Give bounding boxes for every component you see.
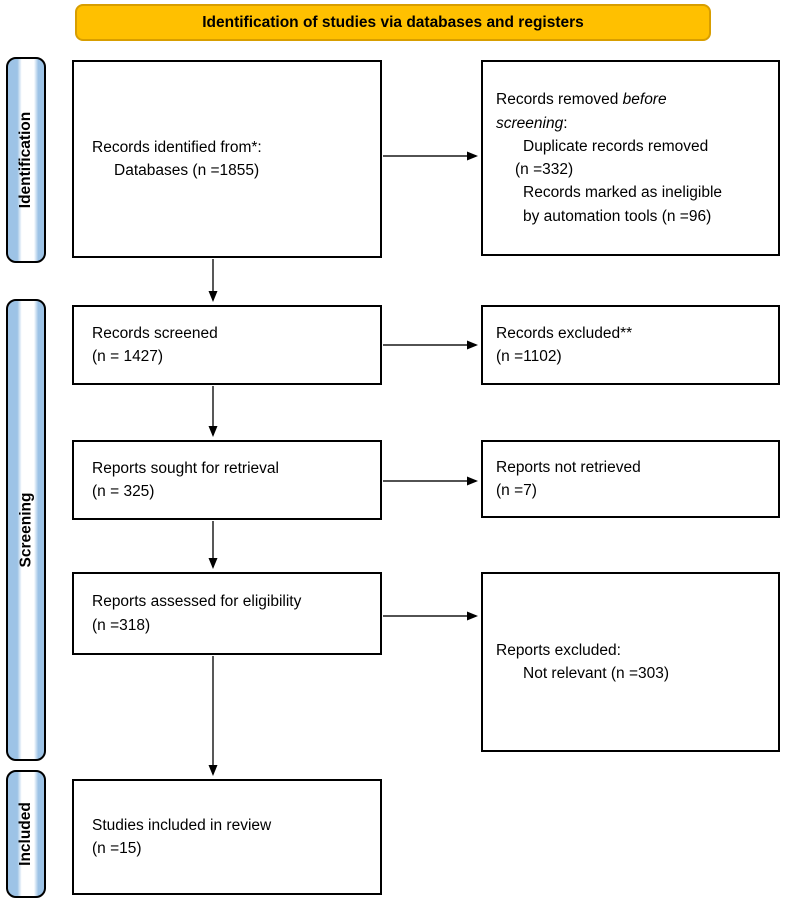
stage-label-screening-text: Screening bbox=[17, 492, 35, 568]
box-studies-included-line2: (n =15) bbox=[92, 840, 142, 857]
box-records-removed-item1-line1: Duplicate records removed bbox=[523, 137, 709, 155]
box-studies-included-line1: Studies included in review bbox=[92, 816, 272, 834]
stage-label-identification: Identification bbox=[6, 57, 46, 263]
box-reports-not-retrieved-line1: Reports not retrieved bbox=[496, 458, 641, 476]
stage-label-identification-text: Identification bbox=[17, 111, 35, 209]
box-records-removed-item2-line1: Records marked as ineligible bbox=[523, 184, 723, 202]
box-records-removed-item1-line2: (n =332) bbox=[515, 161, 574, 178]
box-reports-assessed-line1: Reports assessed for eligibility bbox=[92, 593, 302, 611]
box-reports-excluded: Reports excluded: Not relevant (n =303) bbox=[481, 572, 780, 752]
box-reports-sought-line2: (n = 325) bbox=[92, 483, 155, 500]
box-reports-assessed: Reports assessed for eligibility (n =318… bbox=[72, 572, 382, 655]
stage-label-screening: Screening bbox=[6, 299, 46, 761]
box-records-identified-line1: Records identified from*: bbox=[92, 138, 262, 156]
box-records-removed-intro-line1: Records removed before bbox=[496, 91, 667, 109]
box-reports-not-retrieved: Reports not retrieved (n =7) bbox=[481, 440, 780, 518]
box-reports-assessed-line2: (n =318) bbox=[92, 616, 151, 634]
box-records-screened-line2: (n = 1427) bbox=[92, 348, 164, 365]
banner-title: Identification of studies via databases … bbox=[202, 13, 584, 31]
box-records-removed-item2-line2: by automation tools (n =96) bbox=[523, 207, 712, 225]
banner: Identification of studies via databases … bbox=[75, 4, 711, 41]
box-reports-sought: Reports sought for retrieval (n = 325) bbox=[72, 440, 382, 520]
box-records-excluded: Records excluded** (n =1102) bbox=[481, 305, 780, 385]
box-records-screened-line1: Records screened bbox=[92, 324, 218, 342]
stage-label-included-text: Included bbox=[17, 802, 35, 866]
stage-label-included: Included bbox=[6, 770, 46, 898]
box-reports-excluded-line2: Not relevant (n =303) bbox=[523, 665, 670, 682]
box-records-excluded-line2: (n =1102) bbox=[496, 348, 562, 365]
box-reports-sought-line1: Reports sought for retrieval bbox=[92, 459, 279, 477]
box-records-excluded-line1: Records excluded** bbox=[496, 324, 633, 342]
box-records-identified-line2: Databases (n =1855) bbox=[114, 162, 260, 179]
box-reports-not-retrieved-line2: (n =7) bbox=[496, 482, 537, 499]
box-records-screened: Records screened (n = 1427) bbox=[72, 305, 382, 385]
box-records-removed-intro-line2: screening: bbox=[496, 114, 568, 132]
box-records-removed: Records removed before screening: Duplic… bbox=[481, 60, 780, 256]
box-studies-included: Studies included in review (n =15) bbox=[72, 779, 382, 895]
box-records-identified: Records identified from*: Databases (n =… bbox=[72, 60, 382, 258]
box-reports-excluded-line1: Reports excluded: bbox=[496, 641, 621, 659]
